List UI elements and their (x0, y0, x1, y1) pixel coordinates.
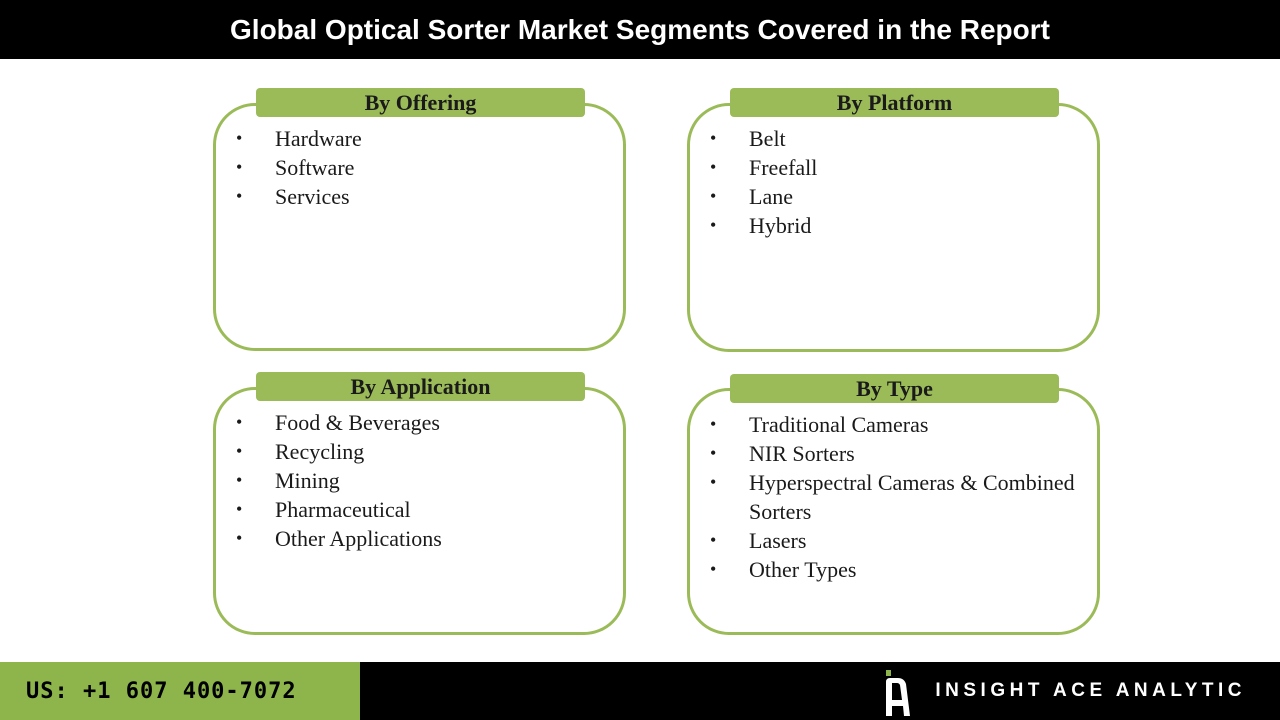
segment-card-offering: Hardware Software Services (213, 103, 626, 351)
segment-label-application: By Application (256, 372, 585, 401)
list-item: Belt (710, 124, 1081, 153)
list-item: Traditional Cameras (710, 410, 1081, 439)
list-item: Hyperspectral Cameras & Combined Sorters (710, 468, 1081, 526)
page-title: Global Optical Sorter Market Segments Co… (0, 0, 1280, 59)
brand-name: INSIGHT ACE ANALYTIC (935, 680, 1246, 701)
contact-phone: US: +1 607 400-7072 (0, 662, 360, 720)
list-item: Lane (710, 182, 1081, 211)
segment-list-platform: Belt Freefall Lane Hybrid (710, 124, 1081, 240)
segment-list-type: Traditional Cameras NIR Sorters Hyperspe… (710, 410, 1081, 584)
segment-card-application: Food & Beverages Recycling Mining Pharma… (213, 387, 626, 635)
segment-card-type: Traditional Cameras NIR Sorters Hyperspe… (687, 388, 1100, 635)
list-item: Hybrid (710, 211, 1081, 240)
list-item: Pharmaceutical (236, 495, 607, 524)
list-item: Other Types (710, 555, 1081, 584)
insightace-logo-icon (886, 670, 911, 716)
segment-card-platform: Belt Freefall Lane Hybrid (687, 103, 1100, 352)
list-item: Food & Beverages (236, 408, 607, 437)
segment-list-offering: Hardware Software Services (236, 124, 607, 211)
list-item: Services (236, 182, 607, 211)
list-item: Software (236, 153, 607, 182)
footer-brand-bar: INSIGHT ACE ANALYTIC (360, 662, 1280, 720)
list-item: Freefall (710, 153, 1081, 182)
list-item: NIR Sorters (710, 439, 1081, 468)
segment-list-application: Food & Beverages Recycling Mining Pharma… (236, 408, 607, 553)
list-item: Other Applications (236, 524, 607, 553)
list-item: Recycling (236, 437, 607, 466)
list-item: Mining (236, 466, 607, 495)
segment-label-offering: By Offering (256, 88, 585, 117)
segment-label-type: By Type (730, 374, 1059, 403)
list-item: Lasers (710, 526, 1081, 555)
segment-label-platform: By Platform (730, 88, 1059, 117)
list-item: Hardware (236, 124, 607, 153)
